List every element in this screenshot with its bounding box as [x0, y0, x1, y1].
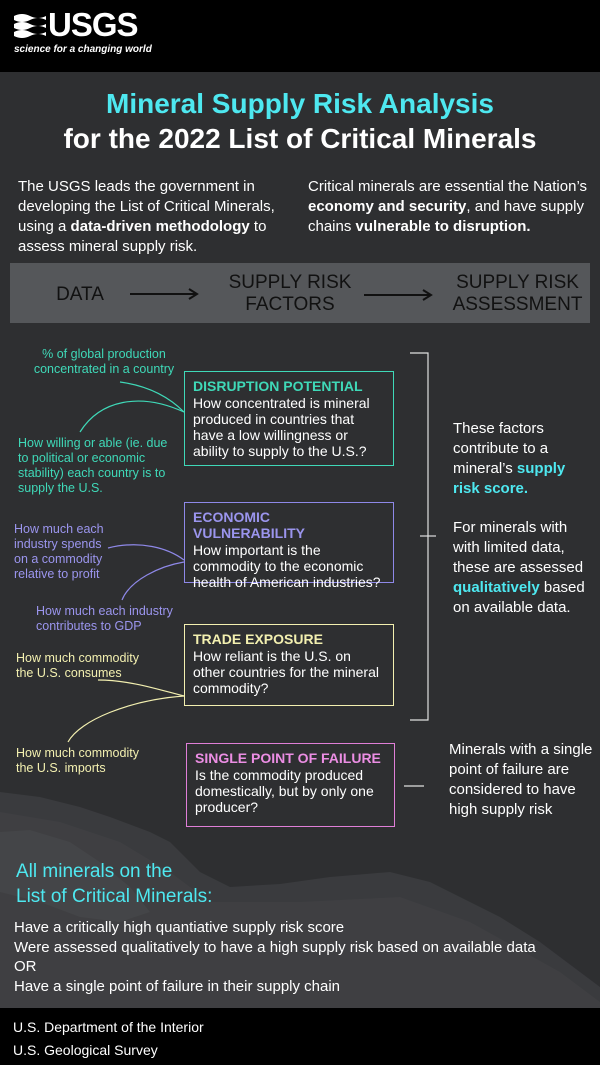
- usgs-header-bar: USGS science for a changing world: [0, 0, 600, 72]
- usgs-logo-text: USGS: [48, 6, 139, 43]
- flow-banner: [10, 263, 590, 323]
- factor-box-economic: ECONOMIC VULNERABILITY How important is …: [184, 502, 394, 590]
- factor-title: SINGLE POINT OF FAILURE: [195, 750, 381, 766]
- trade-connector: [67, 695, 185, 743]
- economic-connector: [107, 544, 185, 561]
- summary-criterion-3: Have a single point of failure in their …: [14, 978, 341, 995]
- usgs-wave-logo-icon: [14, 14, 46, 38]
- page-subtitle: for the 2022 List of Critical Minerals: [63, 123, 537, 154]
- summary-or: OR: [14, 958, 37, 975]
- disruption-connector: [79, 400, 185, 433]
- assessment-score-text: These factors contribute to a mineral’s …: [453, 420, 566, 497]
- factor-box-trade: TRADE EXPOSURE How reliant is the U.S. o…: [184, 624, 394, 706]
- factor-title: DISRUPTION POTENTIAL: [193, 378, 363, 394]
- data-industry-gdp: How much each industry contributes to GD…: [36, 604, 173, 633]
- data-industry-spend: How much each industry spends on a commo…: [14, 522, 104, 581]
- data-global-production: % of global production concentrated in a…: [33, 347, 175, 376]
- factor-body: How reliant is the U.S. on other countri…: [193, 648, 379, 696]
- intro-left-paragraph: The USGS leads the government in develop…: [18, 178, 275, 255]
- footer-agency: U.S. Geological Survey: [13, 1042, 158, 1058]
- assessment-qualitative-text: For minerals with with limited data, the…: [453, 519, 585, 616]
- flow-arrow-icon: [130, 288, 199, 300]
- disruption-connector: [119, 381, 185, 413]
- footer-department: U.S. Department of the Interior: [13, 1019, 204, 1035]
- intro-right-paragraph: Critical minerals are essential the Nati…: [308, 178, 588, 235]
- data-country-willingness: How willing or able (ie. due to politica…: [18, 436, 168, 495]
- assessment-single-text: Minerals with a single point of failure …: [449, 741, 593, 818]
- factor-box-disruption: DISRUPTION POTENTIAL How concentrated is…: [184, 371, 394, 466]
- flow-step-data: DATA: [56, 284, 104, 305]
- factor-body: Is the commodity produced domestically, …: [195, 767, 374, 815]
- footer-bar: U.S. Department of the Interior U.S. Geo…: [0, 1008, 600, 1065]
- summary-criterion-2: Were assessed qualitatively to have a hi…: [14, 939, 536, 956]
- trade-connector: [97, 679, 185, 697]
- page-title: Mineral Supply Risk Analysis: [106, 88, 494, 119]
- factor-box-single-point: SINGLE POINT OF FAILURE Is the commodity…: [186, 743, 395, 827]
- data-us-consumption: How much commodity the U.S. consumes: [16, 651, 139, 680]
- factor-title: ECONOMIC VULNERABILITY: [193, 509, 305, 541]
- flow-arrow-icon: [364, 289, 433, 301]
- usgs-tagline: science for a changing world: [14, 44, 152, 55]
- factor-body: How concentrated is mineral produced in …: [193, 395, 370, 459]
- summary-criterion-1: Have a critically high quantiative suppl…: [14, 919, 345, 936]
- factor-title: TRADE EXPOSURE: [193, 631, 323, 647]
- data-us-imports: How much commodity the U.S. imports: [16, 746, 139, 775]
- economic-connector: [121, 561, 185, 601]
- factor-body: How important is the commodity to the ec…: [193, 542, 381, 590]
- rock-texture-background: [0, 792, 600, 1008]
